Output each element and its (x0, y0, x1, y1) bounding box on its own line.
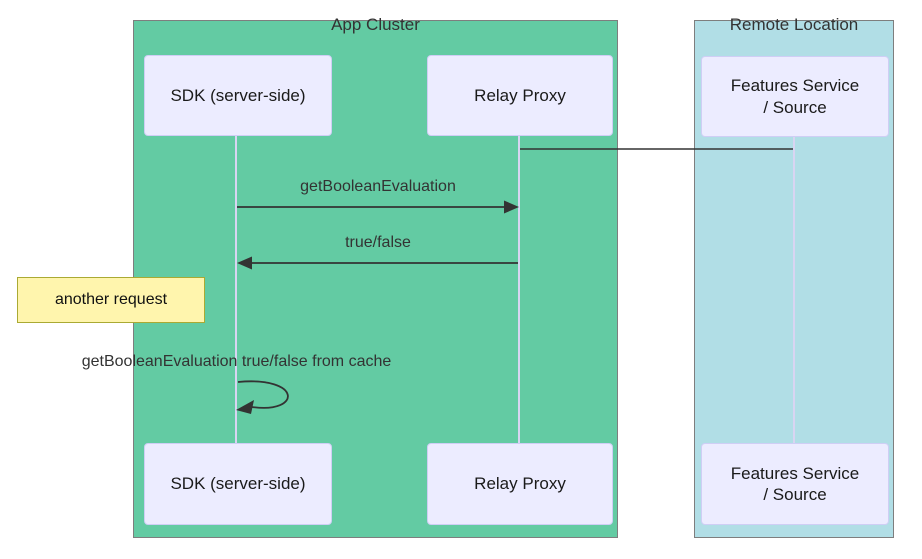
get-boolean-evaluation-label: getBooleanEvaluation (300, 178, 456, 195)
actor-features-service-top-label-line1: Features Service (730, 76, 860, 96)
true-false-label: true/false (345, 234, 411, 251)
actor-features-service-top-label-line2: / Source (763, 97, 827, 117)
cache-self-call-label: getBooleanEvaluation true/false from cac… (81, 353, 392, 370)
relay-proxy-lifeline (518, 136, 520, 443)
actor-features-service-bottom-label-line2: / Source (763, 485, 827, 504)
actor-relay-proxy-top: Relay Proxy (427, 55, 613, 136)
actor-sdk-top-label: SDK (server-side) (170, 85, 306, 105)
actor-features-service-bottom-label-line1: Features Service (730, 463, 860, 483)
actor-sdk-bottom: SDK (server-side) (144, 443, 332, 525)
another-request-note: another request (17, 277, 205, 323)
actor-features-service-bottom: Features Service / Source (701, 443, 889, 525)
actor-relay-proxy-top-label: Relay Proxy (474, 85, 566, 105)
app-cluster-label: App Cluster (331, 15, 420, 34)
actor-relay-proxy-bottom-label: Relay Proxy (474, 474, 566, 494)
sdk-lifeline (235, 136, 237, 443)
features-service-lifeline (793, 137, 795, 443)
actor-relay-proxy-bottom: Relay Proxy (427, 443, 613, 525)
remote-location-label: Remote Location (729, 15, 859, 34)
actor-features-service-top: Features Service / Source (701, 56, 889, 137)
another-request-note-label: another request (54, 291, 168, 308)
actor-sdk-top: SDK (server-side) (144, 55, 332, 136)
actor-sdk-bottom-label: SDK (server-side) (170, 474, 306, 494)
